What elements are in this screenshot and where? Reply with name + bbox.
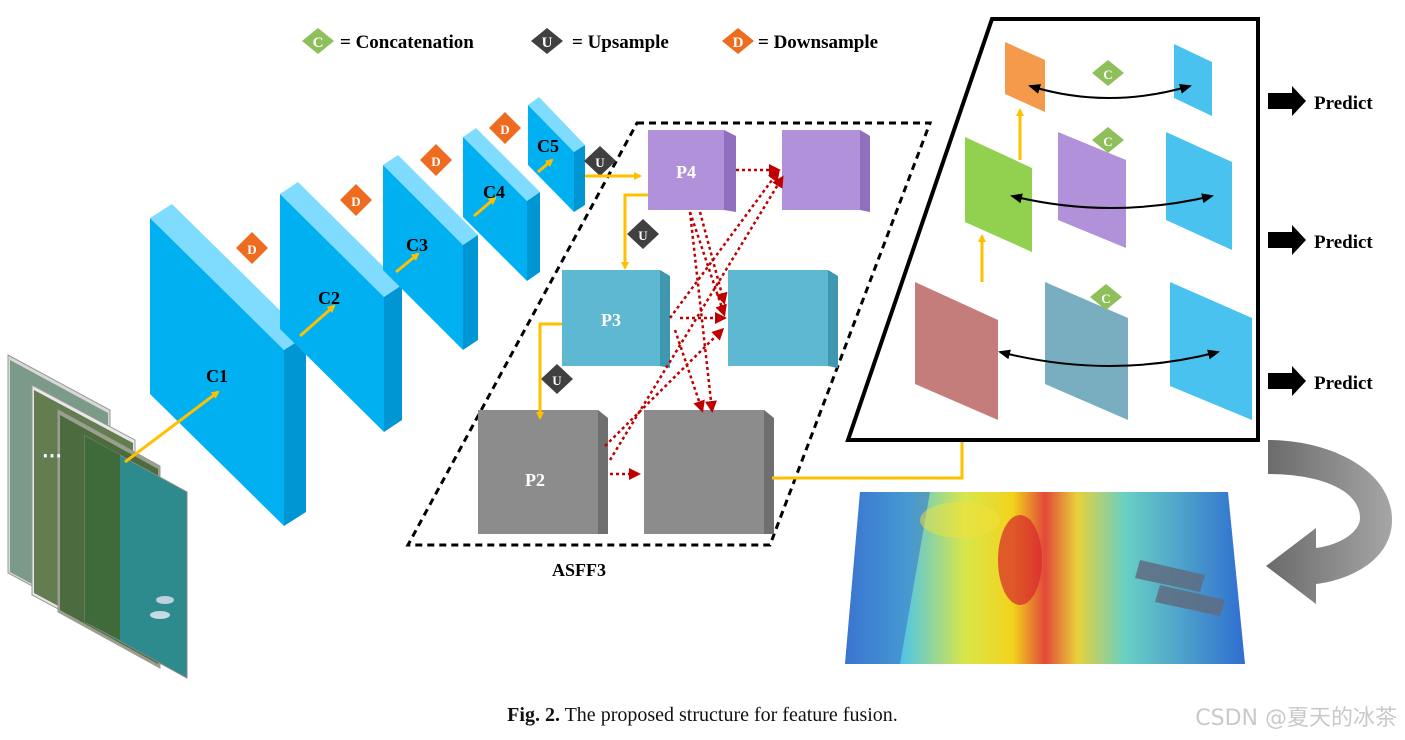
c4-block [463, 128, 540, 281]
predict-outputs: Predict Predict Predict [1268, 86, 1373, 396]
predict-label-3: Predict [1314, 373, 1373, 394]
concat-legend-label: = Concatenation [340, 32, 474, 53]
svg-text:C: C [1103, 134, 1112, 149]
asff-module: P4 P3 P2 [405, 121, 933, 580]
concat-icon: C [1092, 127, 1124, 153]
c3-label: C3 [406, 235, 428, 255]
svg-text:U: U [638, 228, 648, 243]
asff-border [405, 121, 933, 547]
watermark: CSDN @夏天的冰茶 [1195, 706, 1397, 731]
p2-label: P2 [525, 470, 545, 490]
detection-head: C C C [845, 17, 1260, 442]
c4-label: C4 [483, 182, 505, 202]
c2-block [280, 182, 402, 432]
predict-arrow-icon [1268, 366, 1306, 396]
downsample-legend-icon [722, 28, 754, 54]
p3-block: P3 [562, 270, 670, 368]
downsample-legend-symbol: D [733, 35, 744, 51]
upsample-legend-icon [531, 28, 563, 54]
c5-block [528, 97, 585, 212]
predict-arrow-icon [1268, 225, 1306, 255]
svg-text:⋯: ⋯ [42, 445, 62, 467]
p4-block: P4 [648, 130, 736, 212]
downsample-icon: D [489, 112, 521, 144]
svg-text:C: C [1103, 67, 1112, 82]
p4-label: P4 [676, 162, 696, 182]
c3-block [383, 155, 478, 350]
p2-fused-block [644, 410, 774, 534]
upsample-icon: U [584, 146, 616, 176]
downsample-icon: D [420, 144, 452, 176]
p4-fused-block [782, 130, 870, 212]
p2-block: P2 [478, 410, 608, 534]
c5-label: C5 [537, 136, 559, 156]
input-images: ⋯ [7, 354, 188, 679]
upsample-legend-label: = Upsample [572, 32, 669, 53]
downsample-icon: D [340, 184, 372, 216]
upsample-legend-symbol: U [542, 35, 553, 51]
upsample-icon: U [627, 219, 659, 249]
svg-text:D: D [351, 194, 360, 209]
downsample-icon: D [236, 232, 268, 264]
c2-label: C2 [318, 288, 340, 308]
concat-icon: C [1092, 60, 1124, 86]
caption-prefix: Fig. 2. [507, 704, 560, 726]
p3-label: P3 [601, 310, 621, 330]
c1-label: C1 [206, 366, 228, 386]
predict-label-2: Predict [1314, 232, 1373, 253]
p3-fused-block [728, 270, 838, 368]
concat-icon: C [1090, 284, 1122, 310]
svg-text:D: D [500, 122, 509, 137]
svg-text:D: D [247, 242, 256, 257]
svg-text:D: D [431, 154, 440, 169]
svg-text:C: C [1101, 291, 1110, 306]
predict-arrow-icon [1268, 86, 1306, 116]
svg-text:U: U [595, 155, 605, 170]
figure-caption: Fig. 2. The proposed structure for featu… [0, 704, 1405, 727]
concat-legend-icon [302, 28, 334, 54]
backbone: D D D D C1 C2 C3 C4 C5 [124, 97, 585, 526]
heatmap-image [845, 492, 1245, 664]
legend: C = Concatenation U = Upsample D = Downs… [302, 28, 878, 54]
concat-legend-symbol: C [313, 35, 324, 51]
fusion-arrows [604, 164, 784, 480]
svg-text:U: U [552, 373, 562, 388]
predict-label-1: Predict [1314, 93, 1373, 114]
downsample-legend-label: = Downsample [758, 32, 878, 53]
c1-block [150, 204, 306, 526]
upsample-icon: U [541, 364, 573, 394]
asff-title: ASFF3 [552, 560, 606, 580]
curved-return-arrow-icon [1266, 440, 1392, 604]
caption-text: The proposed structure for feature fusio… [564, 704, 898, 726]
